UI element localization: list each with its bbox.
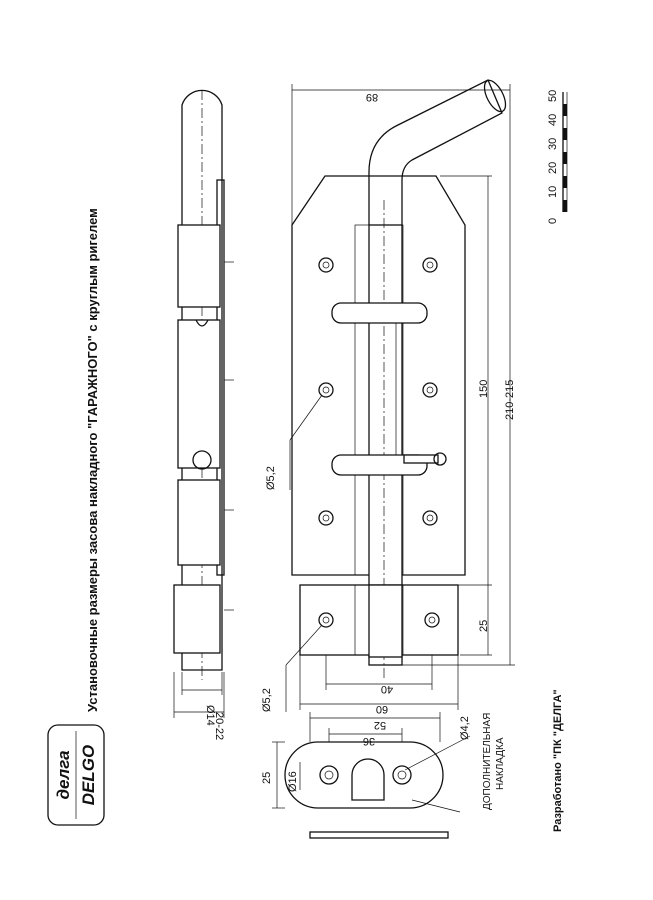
side-view: Ø14 20-22 — [173, 89, 234, 740]
dim-strike-width: 60 — [376, 703, 388, 715]
dim-length-150: 150 — [478, 380, 490, 398]
logo-line2: DELGO — [79, 745, 98, 805]
scale-bar: 0 10 20 30 40 50 — [547, 90, 568, 224]
dim-plate-36: 36 — [363, 735, 375, 747]
dim-plate-52: 52 — [374, 719, 386, 731]
extra-plate-label-2: НАКЛАДКА — [495, 737, 506, 790]
dim-hole-strike: Ø5,2 — [261, 688, 273, 712]
dim-hole-main: Ø5,2 — [265, 466, 277, 490]
extra-plate: 52 36 Ø4,2 25 Ø16 ДОПОЛНИТЕЛЬНАЯ НАКЛАДК… — [261, 712, 506, 839]
dim-total-width: 89 — [366, 91, 378, 103]
scale-tick-0: 0 — [547, 218, 559, 224]
delgo-logo: делга DELGO — [47, 724, 105, 826]
scale-tick-40: 40 — [547, 114, 559, 126]
scale-tick-20: 20 — [547, 162, 559, 174]
dim-plate-hole: Ø4,2 — [459, 716, 471, 740]
dim-strike-height: 25 — [478, 620, 490, 632]
page-title: Установочные размеры засова накладного "… — [85, 208, 100, 712]
dim-length-range: 210-215 — [504, 380, 516, 420]
dim-plate-25: 25 — [261, 772, 273, 784]
scale-tick-10: 10 — [547, 186, 559, 198]
credit-text: Разработано "ПК "ДЕЛГА" — [552, 689, 564, 832]
extra-plate-label-1: ДОПОЛНИТЕЛЬНАЯ — [482, 713, 493, 810]
scale-tick-50: 50 — [547, 90, 559, 102]
dim-strike-inner: 40 — [381, 683, 393, 695]
strike-plate: 25 40 60 Ø5,2 — [261, 584, 492, 715]
screw-holes-main — [318, 257, 438, 526]
dim-side-range: 20-22 — [213, 712, 225, 740]
dim-plate-16: Ø16 — [287, 771, 299, 792]
logo-line1: делга — [54, 750, 73, 799]
dim-bolt-diameter: Ø14 — [204, 705, 216, 726]
scale-tick-30: 30 — [547, 138, 559, 150]
